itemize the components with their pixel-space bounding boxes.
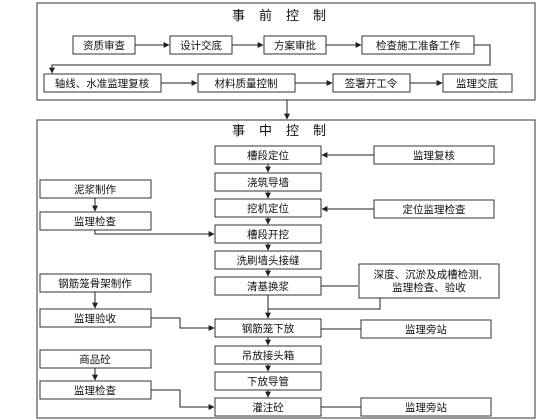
step-excavator-positioning-label: 挖机定位 xyxy=(247,202,289,215)
step-tremie-lowering-label: 下放导管 xyxy=(247,375,289,388)
construction-prep-check-label: 检查施工准备工作 xyxy=(376,39,460,52)
ready-mix-concrete-label: 商品砼 xyxy=(79,353,111,366)
cage-fabrication-label: 钢筋笼骨架制作 xyxy=(58,277,132,290)
standby-supervision-2-label: 监理旁站 xyxy=(405,401,447,414)
standby-supervision-1-label: 监理旁站 xyxy=(405,323,447,336)
pre-control-title: 事前控制 xyxy=(232,8,340,23)
positioning-inspection-label: 定位监理检查 xyxy=(403,203,466,216)
step-trench-excavation-label: 槽段开挖 xyxy=(247,228,289,241)
axis-level-recheck-label: 轴线、水准监理复核 xyxy=(55,77,150,90)
concrete-inspection-label: 监理检查 xyxy=(74,384,116,397)
supervision-briefing-label: 监理交底 xyxy=(456,77,498,90)
step-joint-box-lifting-label: 吊放接头箱 xyxy=(242,349,295,362)
trench-inspection-line-1: 深度、沉淤及成槽检测, xyxy=(374,268,482,281)
slurry-inspection-label: 监理检查 xyxy=(74,215,116,228)
material-quality-control-label: 材料质量控制 xyxy=(215,77,278,90)
trench-inspection-box xyxy=(358,263,500,299)
start-order-label: 签署开工令 xyxy=(345,77,398,90)
qualification-review-label: 资质审查 xyxy=(83,39,125,52)
supervision-recheck-label: 监理复核 xyxy=(413,149,455,162)
step-guide-wall-label: 浇筑导墙 xyxy=(247,176,289,189)
step-cage-lowering-label: 钢筋笼下放 xyxy=(242,322,295,335)
step-base-cleaning-label: 清基换浆 xyxy=(247,280,289,293)
in-control-title: 事中控制 xyxy=(232,123,340,138)
slurry-making-label: 泥浆制作 xyxy=(74,183,116,196)
supervision-briefing-box xyxy=(442,73,513,93)
step-joint-brushing-label: 洗刷墙头接缝 xyxy=(237,254,300,267)
cage-acceptance-label: 监理验收 xyxy=(74,312,116,325)
trench-inspection-return xyxy=(268,298,381,310)
plan-approval-label: 方案审批 xyxy=(274,39,316,52)
cage-to-lowering-arrow xyxy=(151,317,215,331)
trench-inspection-label: 深度、沉淤及成槽检测, 监理检查、验收 xyxy=(374,268,485,294)
slurry-to-excavation-arrow xyxy=(94,230,215,237)
concrete-to-pouring-arrow xyxy=(151,389,215,410)
connector-row1-to-row2 xyxy=(49,44,491,74)
step-trench-positioning-label: 槽段定位 xyxy=(247,149,289,162)
trench-inspection-line-2: 监理检查、验收 xyxy=(392,281,466,294)
design-briefing-label: 设计交底 xyxy=(180,39,222,52)
step-concrete-pouring-label: 灌注砼 xyxy=(252,401,284,414)
